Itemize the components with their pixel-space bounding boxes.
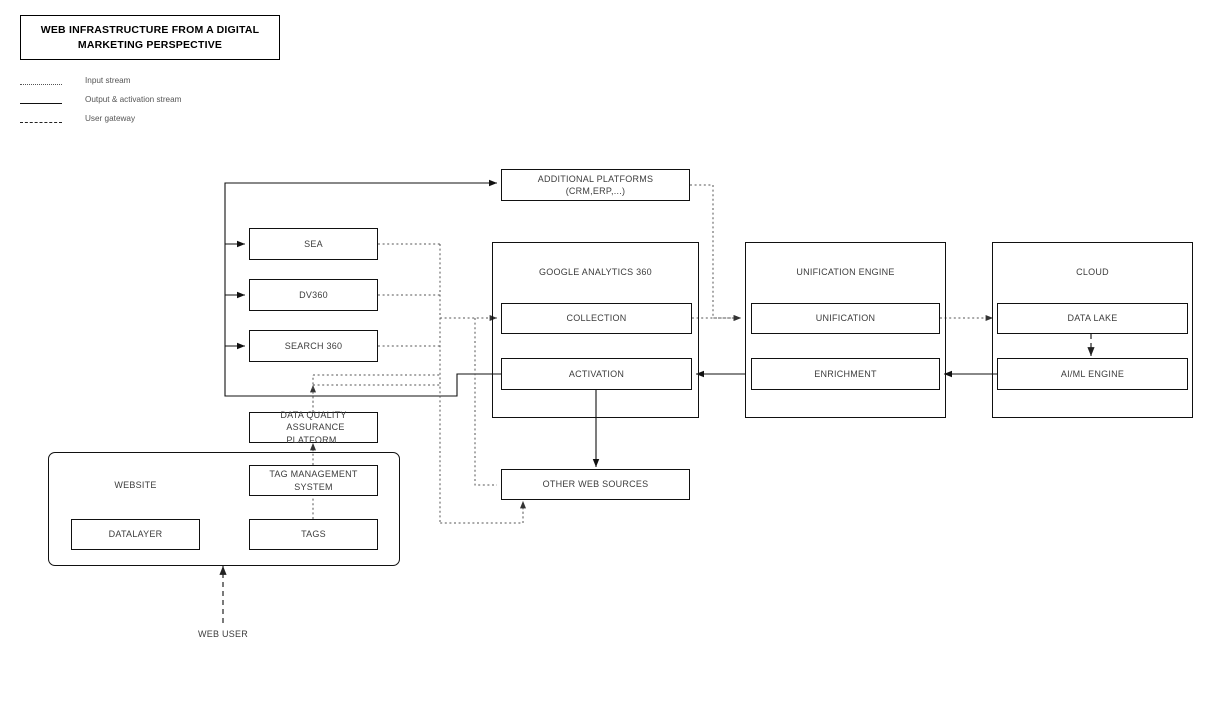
legend-label-input-stream: Input stream [85,76,131,85]
node-enrichment[interactable]: ENRICHMENT [751,358,940,390]
node-ai-ml-engine[interactable]: AI/ML ENGINE [997,358,1188,390]
label-web-user: WEB USER [197,629,248,639]
node-label-additional-platforms: ADDITIONAL PLATFORMS(CRM,ERP,...) [537,173,654,196]
legend-label-user-gateway: User gateway [85,114,136,123]
node-label-activation: ACTIVATION [568,368,625,379]
legend-item-output-stream: Output & activation stream [20,94,320,113]
page-title: WEB INFRASTRUCTURE FROM A DIGITAL MARKET… [40,24,260,51]
node-additional-platforms[interactable]: ADDITIONAL PLATFORMS(CRM,ERP,...) [501,169,690,201]
legend-item-user-gateway: User gateway [20,113,320,132]
node-label-tags: TAGS [301,529,326,540]
edge-activation-to-additional-platforms [224,179,501,397]
dotted-connectors [310,184,994,524]
diagram-title-box: WEB INFRASTRUCTURE FROM A DIGITAL MARKET… [20,15,280,60]
dashed-connectors [219,334,1095,623]
node-sea[interactable]: SEA [249,228,378,260]
legend-line-solid-icon [20,103,62,104]
node-other-web-sources[interactable]: OTHER WEB SOURCES [501,469,690,500]
node-label-unification: UNIFICATION [815,313,876,324]
group-unification-engine: UNIFICATION ENGINE [745,242,946,418]
solid-connectors [224,179,997,468]
group-google-analytics-360: GOOGLE ANALYTICS 360 [492,242,699,418]
group-title-unification-engine: UNIFICATION ENGINE [796,267,895,277]
node-dv360[interactable]: DV360 [249,279,378,311]
edge-other-web-sources-loop [440,498,524,524]
node-label-data-lake: DATA LAKE [1067,313,1118,324]
node-label-search-360: SEARCH 360 [284,340,343,351]
node-collection[interactable]: COLLECTION [501,303,692,334]
node-label-other-web-sources: OTHER WEB SOURCES [542,479,649,490]
group-cloud: CLOUD [992,242,1193,418]
node-activation[interactable]: ACTIVATION [501,358,692,390]
node-label-sea: SEA [304,238,323,249]
node-search-360[interactable]: SEARCH 360 [249,330,378,362]
legend-label-output-stream: Output & activation stream [85,95,182,104]
node-label-collection: COLLECTION [566,313,627,324]
group-title-website: WEBSITE [114,480,157,490]
node-label-dv360: DV360 [299,289,328,300]
legend-item-input-stream: Input stream [20,75,320,94]
edge-trunk-to-other-web-sources [474,318,497,486]
legend-line-dashed-icon [20,122,62,123]
node-tags[interactable]: TAGS [249,519,378,550]
legend: Input stream Output & activation stream … [20,75,320,132]
legend-line-dotted-icon [20,84,62,85]
node-label-datalayer: DATALAYER [108,529,163,540]
group-title-cloud: CLOUD [1076,267,1109,277]
node-data-lake[interactable]: DATA LAKE [997,303,1188,334]
node-unification[interactable]: UNIFICATION [751,303,940,334]
node-label-enrichment: ENRICHMENT [814,368,877,379]
group-title-google-analytics-360: GOOGLE ANALYTICS 360 [539,267,652,277]
group-website [48,452,400,566]
node-label-ai-ml-engine: AI/ML ENGINE [1060,368,1125,379]
node-datalayer[interactable]: DATALAYER [71,519,200,550]
